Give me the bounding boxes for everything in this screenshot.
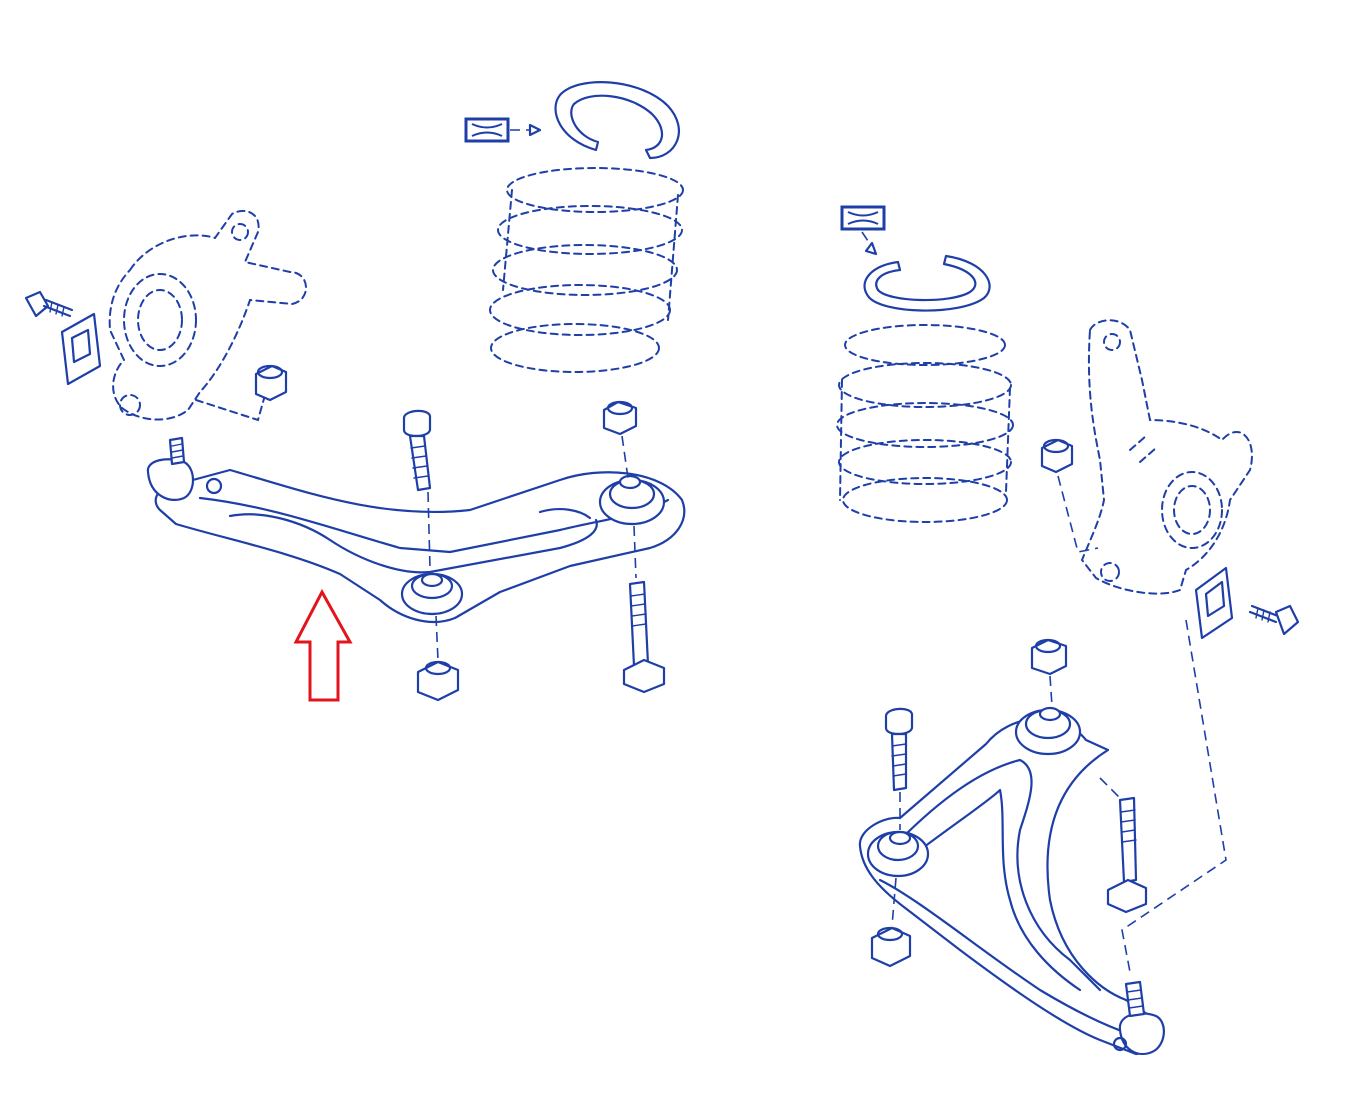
bolt-icon-left-long [622,580,666,694]
hex-nut-icon-right-bottom [870,926,912,968]
left-assembly [24,81,686,702]
hex-nut-icon-left-top [602,400,638,436]
hex-nut-icon-left-bottom [416,660,460,702]
spring-seat-right [863,254,991,312]
bolt-icon-right-shield [1248,604,1300,636]
coil-spring-left [489,167,684,373]
spring-seat-left [554,81,680,160]
leader-arrowhead [864,241,878,256]
bolt-icon-left-shield [24,290,74,318]
brake-shield-plate-right [1194,566,1234,640]
brake-shield-plate-left [60,312,102,386]
lower-control-arm-left [146,436,686,624]
steering-knuckle-left [108,209,307,422]
grease-symbol-icon-left [464,117,510,143]
red-up-arrow-icon [293,588,353,702]
lower-control-arm-right [858,706,1165,1056]
steering-knuckle-right [1080,319,1253,595]
bolt-icon-right-long [1106,796,1148,914]
bolt-icon-left-vertical [402,409,432,492]
grease-symbol-icon-right [840,205,886,231]
hex-nut-icon-left-knuckle [254,364,288,402]
bolt-icon-right-vertical [884,707,914,792]
hex-nut-icon-right-knuckle [1040,438,1074,474]
right-assembly [836,205,1300,1056]
coil-spring-right [836,324,1014,523]
hex-nut-icon-right-top [1030,638,1068,676]
leader-arrowhead [528,123,542,137]
